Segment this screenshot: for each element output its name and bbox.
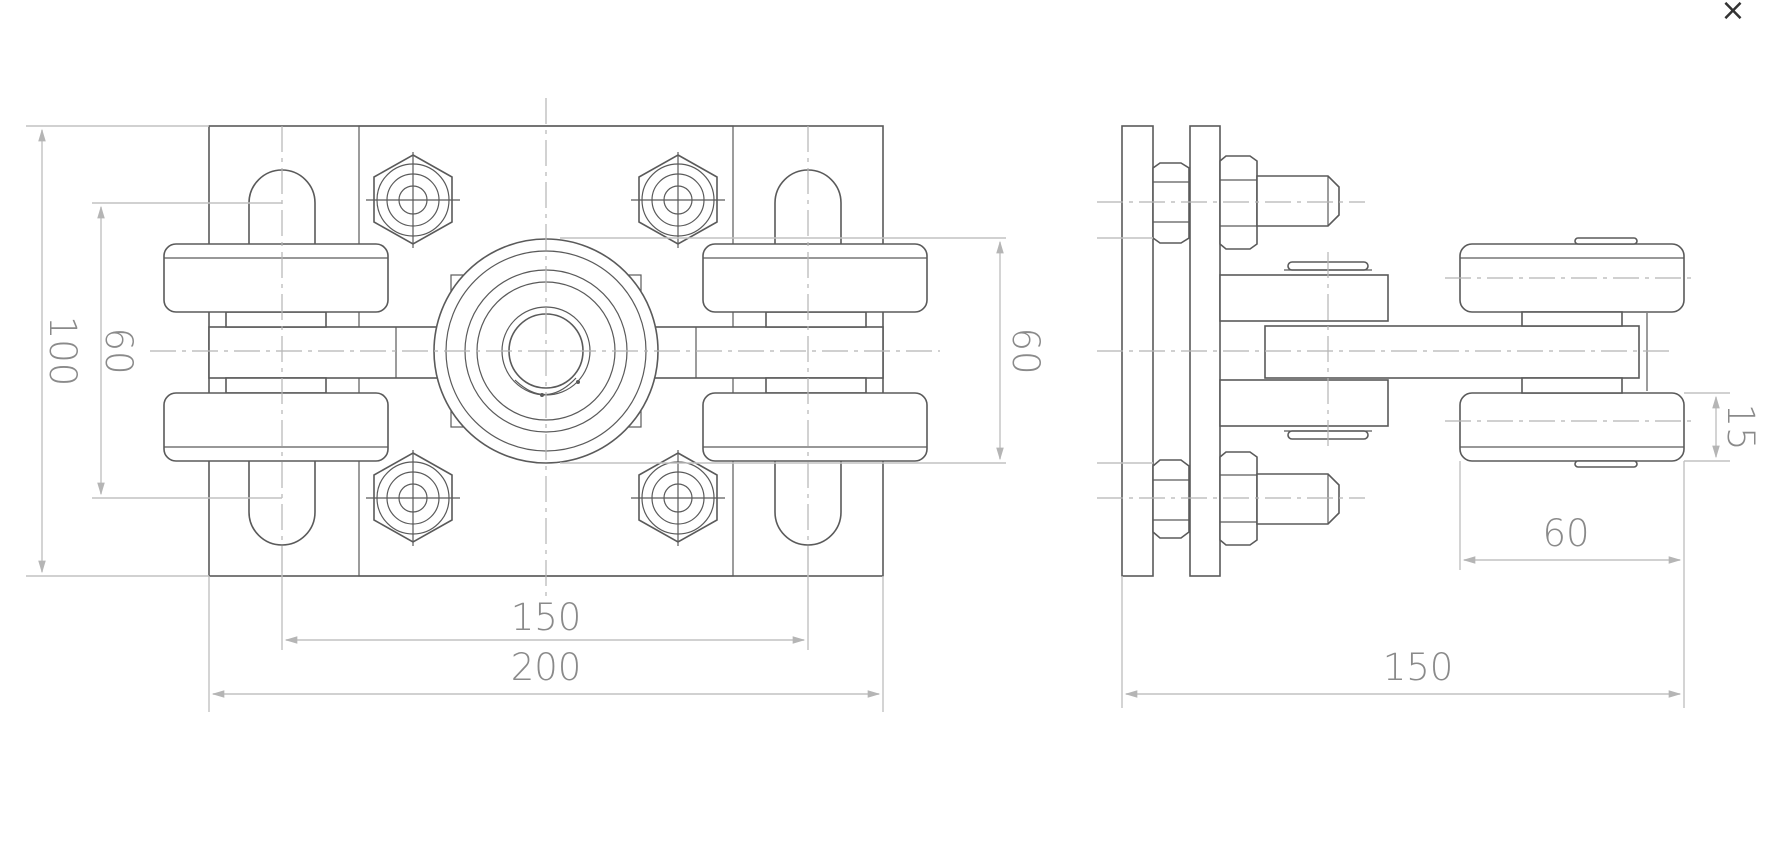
side-nut-top-back	[1152, 162, 1190, 244]
left-upper-wheel	[163, 243, 389, 313]
nut-top-left	[366, 152, 460, 248]
nut-bottom-left	[366, 450, 460, 546]
right-upper-hub	[765, 311, 867, 328]
front-view: 150 200 100 60 60	[26, 98, 1047, 712]
dim-side-depth: 150	[1383, 646, 1454, 689]
side-arm	[1264, 325, 1640, 379]
side-view: 150 60 15	[1097, 125, 1762, 708]
dim-front-slot-height: 60	[97, 327, 140, 374]
right-lower-wheel	[702, 392, 928, 462]
dim-front-width: 200	[511, 646, 582, 689]
left-lower-wheel	[163, 392, 389, 462]
side-wheel-hub-bottom	[1521, 377, 1623, 394]
right-lower-hub	[765, 377, 867, 394]
side-nut-bottom-back	[1152, 459, 1190, 539]
dim-front-wheel-span: 60	[1004, 327, 1047, 374]
dim-front-slot-spacing: 150	[511, 596, 582, 639]
dim-side-wheel-gap: 15	[1719, 403, 1762, 450]
right-upper-wheel	[702, 243, 928, 313]
side-wheel-hub-top	[1521, 311, 1623, 327]
side-bearing-lower	[1219, 379, 1389, 427]
dim-side-wheel-offset: 60	[1542, 512, 1589, 555]
left-lower-hub	[225, 377, 327, 394]
nut-bottom-right	[631, 450, 725, 546]
side-lower-wheel	[1459, 392, 1685, 462]
nut-top-right	[631, 152, 725, 248]
dim-front-height: 100	[41, 316, 84, 387]
close-button[interactable]: ×	[1720, 0, 1746, 28]
side-bearing-upper	[1219, 274, 1389, 322]
left-upper-hub	[225, 311, 327, 328]
